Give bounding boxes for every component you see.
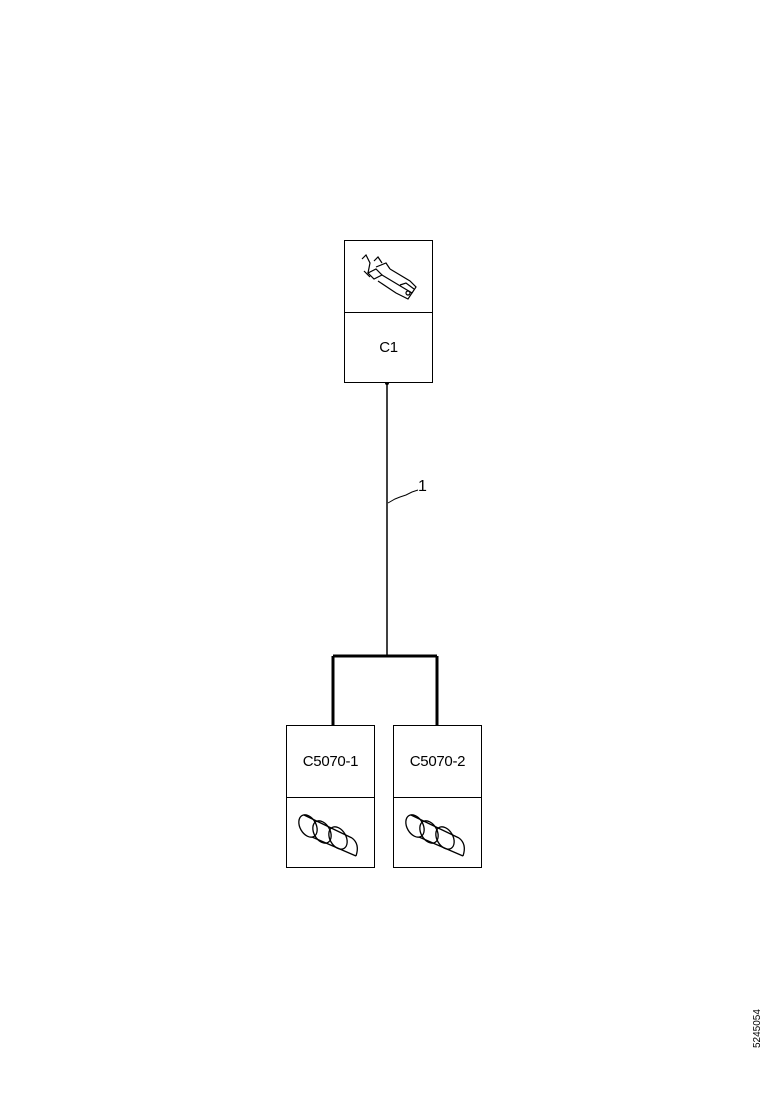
terminal-pin-icon — [361, 253, 417, 300]
c5070-2-label: C5070-2 — [409, 753, 466, 770]
c5070-1-label-cell: C5070-1 — [287, 726, 374, 798]
c5070-2-icon-cell — [394, 798, 481, 867]
bundle-leader — [387, 489, 419, 504]
c5070-1-icon-cell — [287, 798, 374, 867]
connector-c1[interactable]: C1 — [344, 240, 433, 383]
c5070-1-label: C5070-1 — [302, 753, 359, 770]
cylinder-plug-icon — [297, 813, 358, 857]
c1-icon-cell — [345, 241, 432, 313]
c1-label-cell: C1 — [345, 313, 432, 382]
connector-c5070-2[interactable]: C5070-2 — [393, 725, 482, 868]
c1-label: C1 — [379, 339, 398, 356]
connector-c5070-1[interactable]: C5070-1 — [286, 725, 375, 868]
c5070-2-label-cell: C5070-2 — [394, 726, 481, 798]
document-id: 5245054 — [752, 1009, 763, 1048]
cylinder-plug-icon — [404, 813, 465, 857]
bundle-label: 1 — [418, 478, 427, 495]
